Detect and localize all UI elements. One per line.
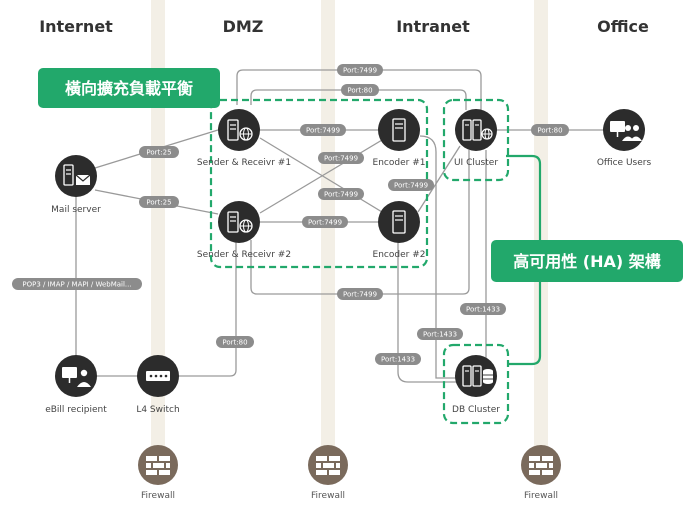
encoder-1-icon-bg [378, 109, 420, 151]
node-ebill-recipient: eBill recipient [45, 355, 107, 415]
port-label-pop3: POP3 / IMAP / MAPI / WebMail... [22, 281, 131, 289]
zone-intranet-label: Intranet [396, 17, 470, 36]
port-tag-s1-e1 [300, 124, 346, 136]
port-label-mail-s1: Port:25 [146, 149, 171, 157]
port-label-bottom-7499: Port:7499 [343, 291, 377, 299]
port-label-mail-s2: Port:25 [146, 199, 171, 207]
banner-ha-bg [491, 240, 683, 282]
port-label-s1-e1: Port:7499 [306, 127, 340, 135]
banner-high-availability: 高可用性 (HA) 架構 [491, 240, 683, 282]
encoder-1-label: Encoder #1 [373, 158, 426, 168]
line-encoder2-db [397, 242, 456, 383]
sender-1-label: Sender & Receivr #1 [197, 158, 291, 168]
port-label-top-80: Port:80 [347, 87, 372, 95]
db-cluster-group [442, 343, 510, 425]
port-tags: Port:7499 Port:80 Port:25 Port:25 Port:7… [12, 64, 569, 365]
port-tag-mail-s1 [139, 146, 179, 158]
banner-horizontal-scaling: 橫向擴充負載平衡 [38, 68, 220, 108]
node-encoder-2: Encoder #2 [373, 201, 426, 260]
port-label-l4-80: Port:80 [222, 339, 247, 347]
port-label-top-7499: Port:7499 [343, 67, 377, 75]
server-globe-icon [227, 211, 253, 233]
zone-internet-label: Internet [39, 17, 113, 36]
port-tag-top-7499 [337, 64, 383, 76]
zone-dmz-label: DMZ [223, 17, 264, 36]
office-users-icon [610, 121, 642, 141]
line-encoder1-db [419, 135, 456, 379]
node-l4-switch: L4 Switch [136, 355, 180, 415]
firewall-3-label: Firewall [524, 491, 558, 501]
node-office-users: Office Users [597, 109, 652, 168]
ebill-recipient-icon [62, 367, 91, 387]
firewall-2: Firewall [308, 445, 348, 501]
port-label-cross-b: Port:7499 [324, 191, 358, 199]
mail-server-icon [63, 164, 91, 186]
port-tag-db-1433-c [375, 353, 421, 365]
port-tag-ui-office [531, 124, 569, 136]
zone-office-label: Office [597, 17, 649, 36]
l4-switch-label: L4 Switch [136, 405, 179, 415]
port-label-db-1433-c: Port:1433 [381, 356, 415, 364]
server-icon [392, 210, 406, 234]
sender-2-label: Sender & Receivr #2 [197, 250, 291, 260]
firewall-3: Firewall [521, 445, 561, 501]
line-sender2-encoder1 [259, 139, 383, 214]
server-globe-icon [227, 119, 253, 141]
office-users-label: Office Users [597, 158, 652, 168]
port-tag-mail-s2 [139, 196, 179, 208]
server-icon [392, 118, 406, 142]
db-cluster-label: DB Cluster [452, 405, 500, 415]
encoder-2-icon-bg [378, 201, 420, 243]
server-cluster-icon [462, 119, 493, 141]
port-label-db-1433-b: Port:1433 [423, 331, 457, 339]
switch-icon [146, 371, 170, 381]
port-tag-db-1433-b [417, 328, 463, 340]
brick-wall-icon [529, 456, 553, 475]
node-db-cluster: DB Cluster [452, 355, 500, 415]
port-label-cross-a: Port:7499 [324, 155, 358, 163]
node-encoder-1: Encoder #1 [373, 109, 426, 168]
ui-cluster-group [442, 98, 510, 182]
banner-horizontal-bg [38, 68, 220, 108]
port-tag-pop3 [12, 278, 142, 290]
port-label-ui-office: Port:80 [537, 127, 562, 135]
firewall-1-label: Firewall [141, 491, 175, 501]
port-tag-cross-a [318, 152, 364, 164]
node-ui-cluster: UI Cluster [454, 109, 498, 168]
firewall-column-1 [151, 0, 165, 450]
node-mail-server: Mail server [51, 155, 101, 215]
port-tag-l4-80 [216, 336, 254, 348]
node-sender-1: Sender & Receivr #1 [197, 109, 291, 168]
encoder-2-label: Encoder #2 [373, 250, 426, 260]
node-sender-2: Sender & Receivr #2 [197, 201, 291, 260]
ebill-recipient-label: eBill recipient [45, 405, 107, 415]
port-tag-cross-b [318, 188, 364, 200]
port-tag-e2-ui [388, 179, 434, 191]
line-encoder2-ui [417, 145, 461, 213]
brick-wall-icon [316, 456, 340, 475]
line-sender1-encoder2 [259, 137, 383, 213]
port-tag-s2-e2 [302, 216, 348, 228]
port-tag-bottom-7499 [337, 288, 383, 300]
firewall-1: Firewall [138, 445, 178, 501]
port-tag-top-80 [341, 84, 379, 96]
port-label-s2-e2: Port:7499 [308, 219, 342, 227]
sender-2-icon-bg [218, 201, 260, 243]
port-label-db-1433-a: Port:1433 [466, 306, 500, 314]
firewall-2-label: Firewall [311, 491, 345, 501]
mail-server-label: Mail server [51, 205, 101, 215]
ui-cluster-label: UI Cluster [454, 158, 498, 168]
brick-wall-icon [146, 456, 170, 475]
banner-horizontal-text: 橫向擴充負載平衡 [65, 79, 193, 98]
port-tag-db-1433-a [460, 303, 506, 315]
line-l4-sender2 [176, 242, 237, 377]
database-cluster-icon [462, 365, 493, 387]
sender-1-icon-bg [218, 109, 260, 151]
port-label-e2-ui: Port:7499 [394, 182, 428, 190]
banner-ha-text: 高可用性 (HA) 架構 [513, 252, 661, 271]
